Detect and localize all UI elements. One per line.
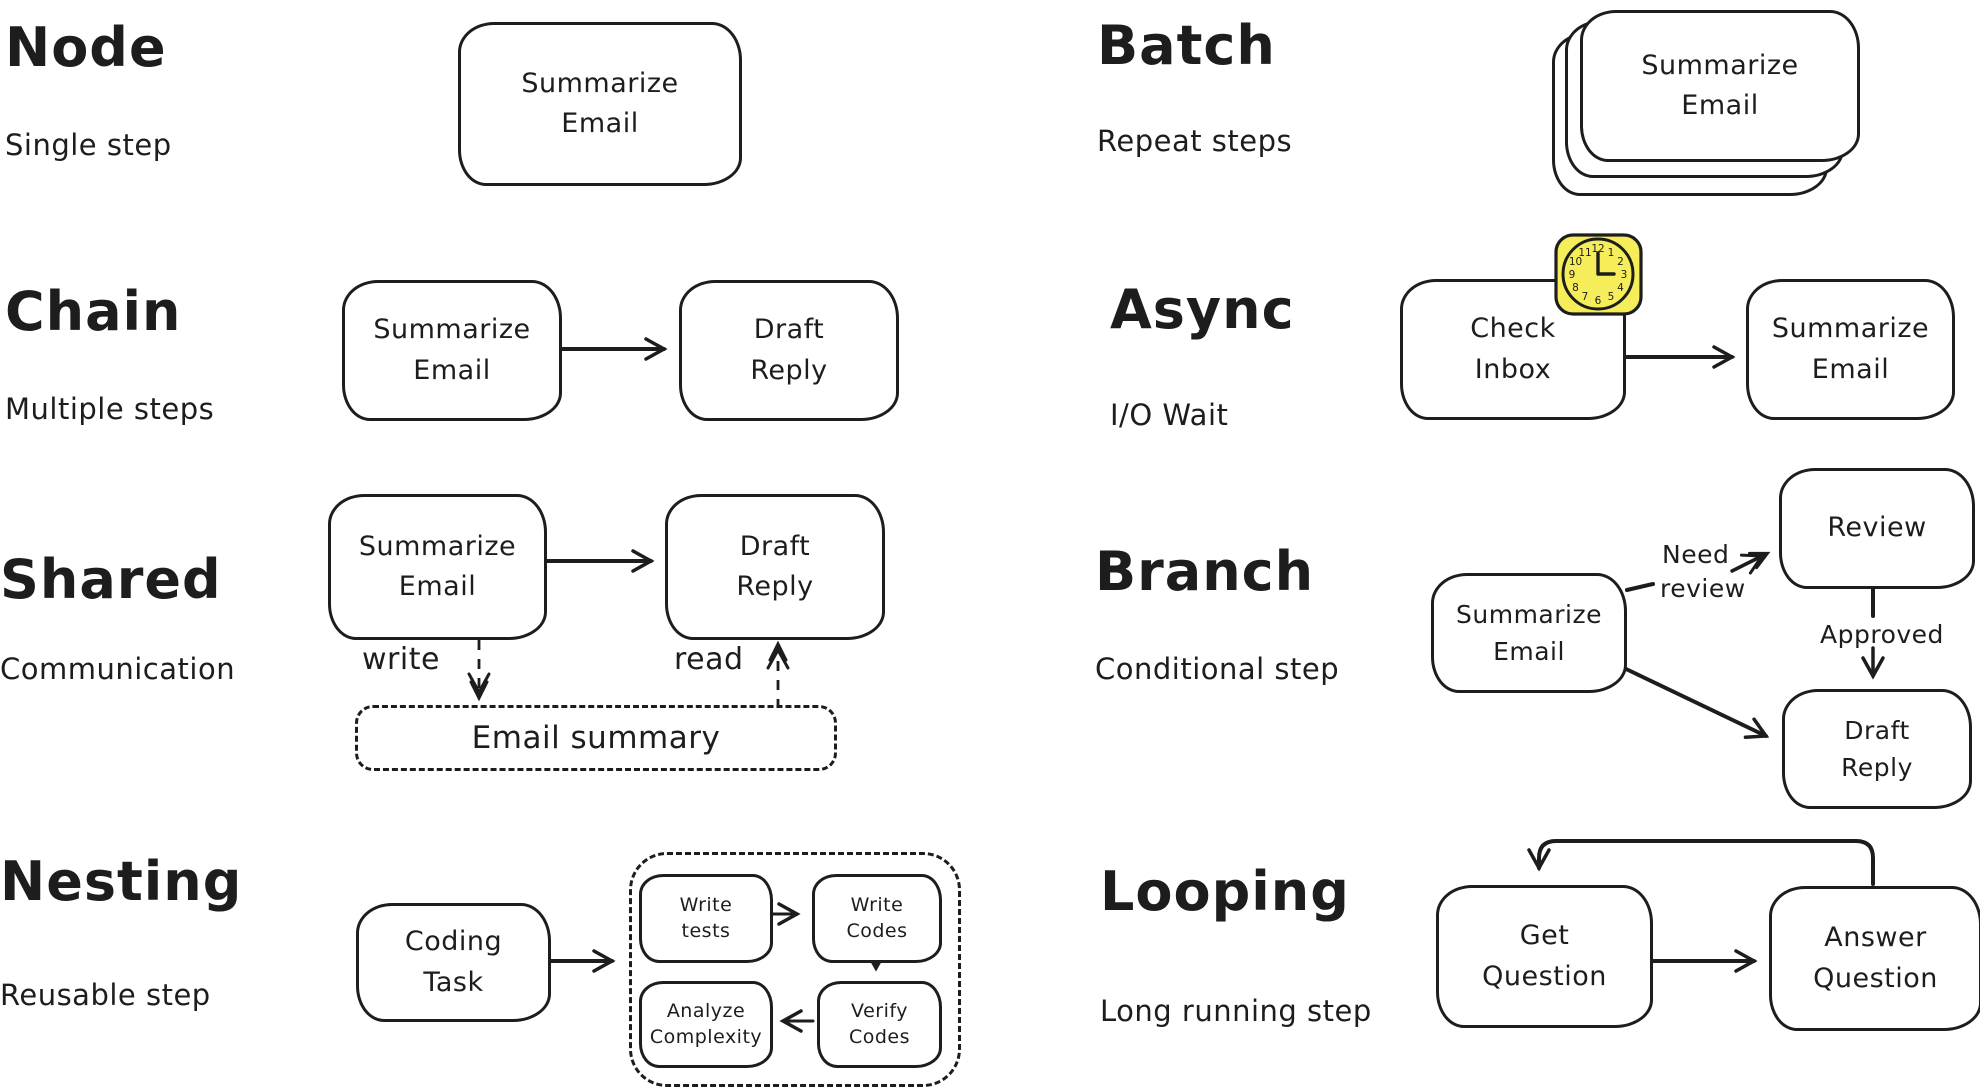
box-label-line: Check	[1470, 313, 1556, 344]
shared-write-label: write	[362, 642, 440, 677]
box-label-line: Email	[413, 354, 491, 386]
box-label-line: Write	[850, 893, 904, 916]
branch-need-review-arrow	[1730, 551, 1771, 575]
branch-section-title: Branch	[1095, 540, 1315, 603]
box-label-line: Codes	[846, 919, 908, 942]
clock-number: 1	[1608, 247, 1615, 259]
clock-number: 2	[1617, 256, 1624, 268]
branch-need-label: Need	[1662, 540, 1730, 569]
clock-number: 12	[1591, 243, 1604, 255]
clock-number: 6	[1595, 295, 1602, 307]
box-label-line: Summarize	[1641, 49, 1799, 81]
branch-direct-arrow	[1622, 666, 1770, 739]
box-label-line: Verify	[851, 999, 908, 1022]
box-label-line: Email	[1681, 90, 1759, 121]
nesting-box-write-tests: Write tests	[639, 874, 773, 963]
box-label-line: Review	[1827, 512, 1927, 544]
box-label-line: Draft	[753, 314, 825, 345]
batch-section-title: Batch	[1097, 14, 1276, 77]
branch-box-review: Review	[1779, 468, 1975, 589]
box-label-line: Email summary	[471, 719, 721, 756]
box-label-line: Inbox	[1474, 353, 1552, 385]
box-label-line: Summarize	[1771, 313, 1930, 344]
box-label-line: Email	[561, 108, 639, 139]
nesting-box-verify-codes: Verify Codes	[817, 981, 942, 1068]
clock-number: 5	[1608, 291, 1615, 303]
box-label-line: Draft	[739, 530, 811, 562]
branch-section-subtitle: Conditional step	[1095, 652, 1340, 686]
box-label-line: Reply	[1841, 753, 1913, 782]
box-label-line: Write	[679, 893, 733, 916]
looping-section-title: Looping	[1100, 860, 1350, 923]
chain-section-subtitle: Multiple steps	[5, 392, 215, 426]
nesting-box-write-codes: Write Codes	[812, 874, 942, 963]
nesting-subflow-frame	[629, 852, 961, 1087]
async-box-summarize-email: Summarize Email	[1746, 279, 1955, 420]
box-label-line: Question	[1482, 960, 1607, 992]
batch-box-summarize-email: Summarize Email	[1580, 10, 1860, 162]
shared-section-title: Shared	[0, 548, 222, 611]
node-box-summarize-email: Summarize Email	[458, 22, 742, 186]
clock-icon: 12 1 2 3 4 5 6 7 8 9 10 11	[1554, 233, 1643, 316]
branch-need-review-dash	[1625, 582, 1655, 592]
chain-box-draft-reply: Draft Reply	[679, 280, 899, 421]
node-section-subtitle: Single step	[5, 128, 172, 162]
looping-section-subtitle: Long running step	[1100, 994, 1372, 1028]
clock-number: 9	[1569, 269, 1576, 281]
async-section-title: Async	[1110, 278, 1295, 341]
nesting-section-title: Nesting	[0, 850, 243, 913]
box-label-line: Email	[1493, 637, 1565, 666]
clock-number: 10	[1569, 256, 1582, 268]
box-label-line: Email	[398, 571, 477, 602]
box-label-line: Reply	[750, 354, 828, 386]
nesting-box-analyze-complexity: Analyze Complexity	[639, 981, 773, 1068]
nesting-box-coding-task: Coding Task	[356, 903, 551, 1022]
shared-box-draft-reply: Draft Reply	[665, 494, 885, 640]
box-label-line: Task	[423, 966, 484, 998]
clock-number: 7	[1582, 291, 1589, 303]
looping-loopback-arrow	[1527, 839, 1875, 886]
clock-number: 11	[1578, 247, 1591, 259]
box-label-line: Summarize	[358, 530, 517, 562]
node-section-title: Node	[5, 16, 167, 79]
shared-section-subtitle: Communication	[0, 652, 236, 686]
chain-box-summarize-email: Summarize Email	[342, 280, 562, 421]
box-label-line: Summarize	[373, 314, 531, 345]
clock-number: 8	[1572, 282, 1579, 294]
branch-box-summarize-email: Summarize Email	[1431, 573, 1627, 693]
box-label-line: Coding	[404, 926, 503, 957]
clock-number: 3	[1621, 269, 1628, 281]
async-section-subtitle: I/O Wait	[1110, 398, 1229, 432]
shared-store-email-summary: Email summary	[355, 705, 837, 771]
box-label-line: Summarize	[1456, 599, 1602, 629]
branch-review-label: review	[1660, 574, 1746, 603]
shared-read-label: read	[674, 642, 744, 677]
looping-box-get-question: Get Question	[1436, 885, 1653, 1028]
branch-box-draft-reply: Draft Reply	[1782, 689, 1972, 809]
branch-approved-label: Approved	[1820, 620, 1944, 649]
box-label-line: Complexity	[649, 1025, 763, 1048]
box-label-line: Email	[1811, 353, 1890, 385]
box-label-line: Question	[1813, 962, 1938, 994]
box-label-line: Codes	[848, 1025, 911, 1048]
box-label-line: Reply	[736, 571, 814, 602]
box-label-line: Analyze	[666, 999, 746, 1022]
box-label-line: Get	[1519, 920, 1570, 951]
box-label-line: tests	[681, 919, 731, 942]
box-label-line: Summarize	[521, 67, 679, 99]
shared-box-summarize-email: Summarize Email	[328, 494, 547, 640]
box-label-line: Draft	[1844, 715, 1910, 745]
batch-section-subtitle: Repeat steps	[1097, 124, 1293, 158]
box-label-line: Answer	[1824, 922, 1927, 953]
nesting-section-subtitle: Reusable step	[0, 978, 211, 1012]
looping-box-answer-question: Answer Question	[1769, 886, 1980, 1031]
chain-section-title: Chain	[5, 280, 182, 343]
clock-number: 4	[1617, 282, 1624, 294]
